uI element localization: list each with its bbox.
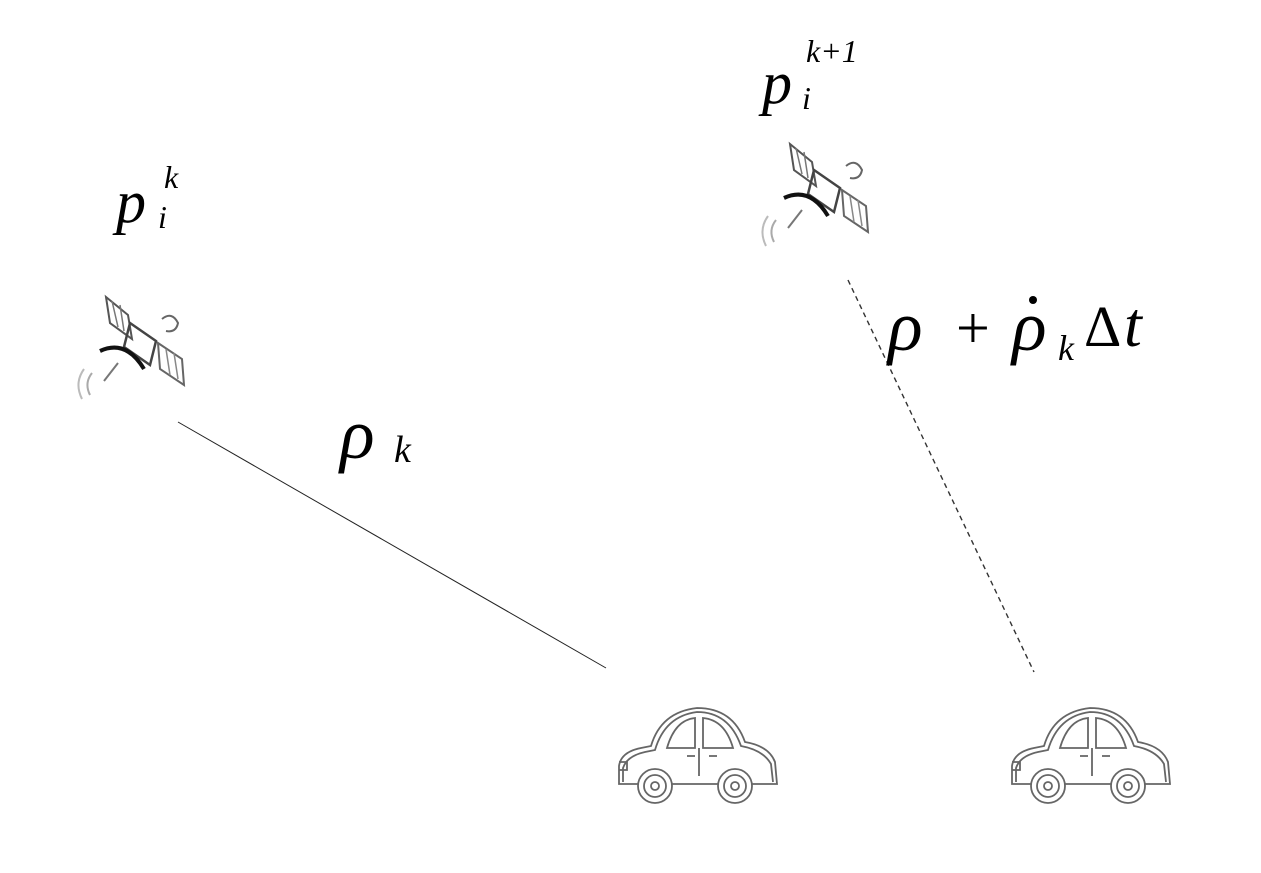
range1-main: ρ: [338, 394, 375, 474]
sat1-sup: k: [164, 159, 179, 195]
pseudorange-k1-label: ρ + ρ k Δ t: [886, 286, 1144, 368]
pseudorange-k-label: ρ k: [338, 394, 412, 474]
range2-plus: +: [956, 295, 990, 361]
satellite-icon: [760, 142, 870, 248]
range-line-k: [177, 421, 607, 669]
satellite-position-k1-label: p i k+1: [758, 33, 858, 116]
range1-sub: k: [394, 429, 412, 471]
sat2-main: p: [758, 50, 792, 116]
satellite-icon: [76, 295, 186, 401]
satellite-position-k-label: p i k: [112, 159, 179, 235]
car-icon: [618, 707, 778, 804]
range2-delta: Δ: [1084, 294, 1121, 359]
car-icon: [1011, 707, 1171, 804]
range2-dot: [1029, 296, 1037, 304]
sat1-sub: i: [158, 199, 167, 235]
range2-t: t: [1124, 289, 1144, 360]
range2-rho: ρ: [886, 286, 923, 366]
sat1-main: p: [112, 169, 146, 235]
sat2-sup: k+1: [806, 33, 858, 69]
range2-rhodot: ρ: [1010, 286, 1047, 366]
range2-rhodot-sub: k: [1058, 328, 1075, 368]
range-line-k1: [847, 279, 1035, 673]
sat2-sub: i: [802, 80, 811, 116]
